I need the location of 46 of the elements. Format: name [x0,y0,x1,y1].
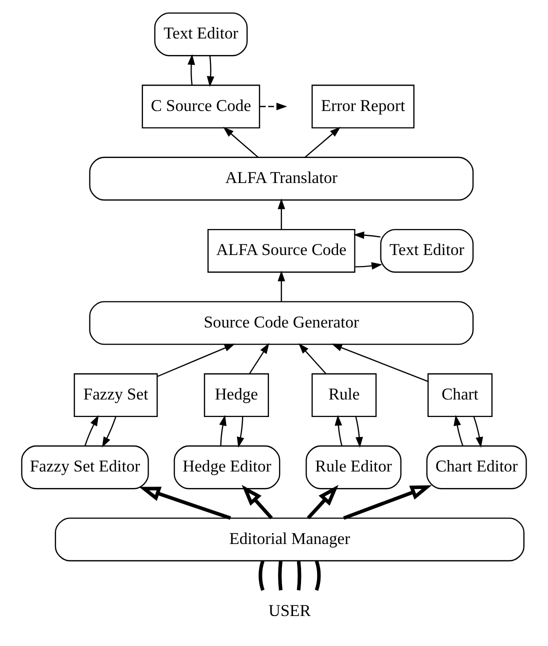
node-box: ALFA Source Code [207,228,356,273]
arrow [343,485,432,520]
arrow [298,343,326,374]
node-box: ALFA Translator [89,156,474,201]
arrow [242,484,273,520]
arrow [331,344,428,382]
node-box: Source Code Generator [89,301,474,345]
connector [314,560,321,591]
node-box: Editorial Manager [54,518,524,562]
node-box: Rule [312,373,377,418]
node-box: Fazzy Set [74,373,158,418]
arrow [206,56,214,87]
arrow [278,198,286,230]
arrow [278,270,286,302]
arrow [236,416,244,448]
arrow [223,126,259,158]
arrow [219,414,227,446]
node-box: Hedge Editor [174,445,280,490]
arrow [188,54,196,86]
node-box: Hedge [204,373,269,418]
arrow [353,231,381,239]
arrow [355,416,363,448]
arrow [139,486,232,520]
arrow [248,343,270,374]
node-box: Rule Editor [306,445,402,490]
connector [278,560,282,590]
node-box: Text Editor [380,228,474,273]
arrow [473,416,484,448]
node-box: Text Editor [154,12,248,56]
connector [258,560,265,591]
node-box: Fazzy Set Editor [21,445,149,490]
node-box: Chart [427,373,493,418]
arrow [454,414,464,446]
arrow [304,126,341,158]
arrow [355,262,382,270]
node-box: C Source Code [142,84,260,128]
arrow [260,102,288,110]
node-box: Chart Editor [426,445,527,490]
arrow [157,344,236,377]
arrow [306,484,339,520]
node-box: Error Report [312,84,414,128]
connector [296,560,302,590]
node-text: USER [268,601,311,620]
arrow [102,416,116,448]
arrow [84,415,99,446]
arrow [334,414,342,446]
